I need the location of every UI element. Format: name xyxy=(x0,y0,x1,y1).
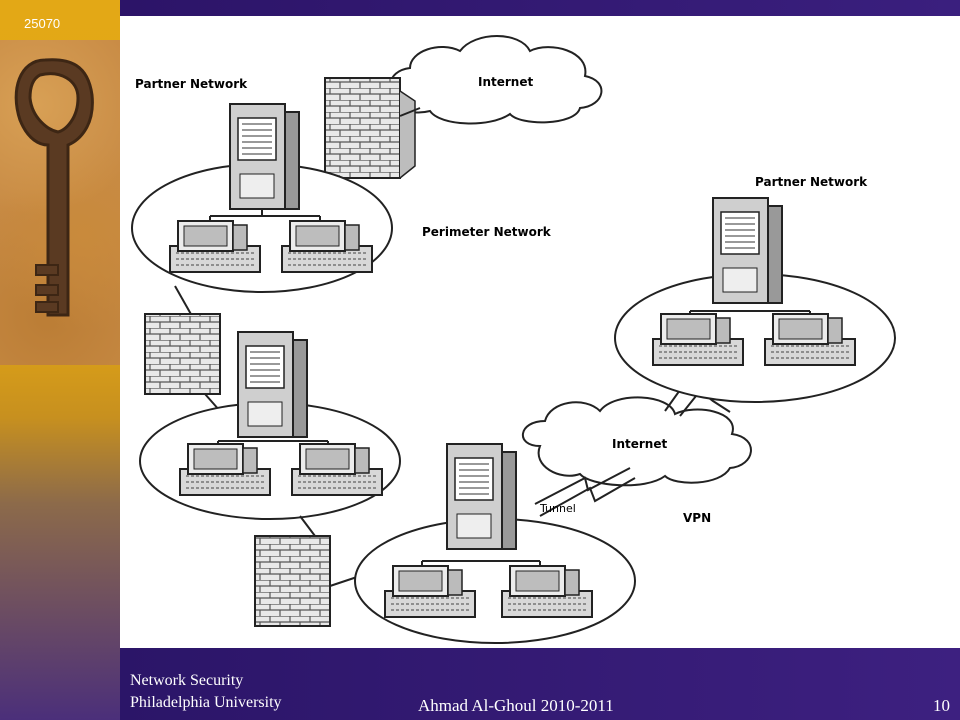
pc-partner-right-1 xyxy=(652,313,744,366)
footer-university: Philadelphia University xyxy=(130,694,282,711)
page-number: 10 xyxy=(933,696,950,715)
pc-vpn-2 xyxy=(501,565,593,618)
partner-network-label-right: Partner Network xyxy=(755,175,868,189)
footer-course: Network Security xyxy=(130,672,244,689)
firewall-middle xyxy=(144,313,221,395)
internet-cloud-top xyxy=(389,35,603,125)
internet-label-top: Internet xyxy=(478,75,533,89)
server-partner-right xyxy=(712,197,783,304)
network-diagram: Internet Partner Network Perimeter Netwo… xyxy=(131,35,896,644)
footer-author: Ahmad Al-Ghoul 2010-2011 xyxy=(418,696,614,715)
slide-id-label: 25070 xyxy=(24,16,61,31)
pc-internal-2 xyxy=(291,443,383,496)
tunnel-label: Tunnel xyxy=(539,502,576,515)
top-bar xyxy=(120,0,960,16)
server-vpn xyxy=(446,443,517,550)
perimeter-network-label: Perimeter Network xyxy=(422,225,552,239)
key-photo-image xyxy=(0,40,120,365)
pc-perimeter-1 xyxy=(169,220,261,273)
internet-cloud-bottom xyxy=(521,396,752,487)
internet-label-bottom: Internet xyxy=(612,437,667,451)
diagram-area: Internet Partner Network Perimeter Netwo… xyxy=(120,16,960,648)
key-icon xyxy=(14,58,94,317)
pc-partner-right-2 xyxy=(764,313,856,366)
server-internal xyxy=(237,331,308,438)
vpn-label: VPN xyxy=(683,511,711,525)
pc-vpn-1 xyxy=(384,565,476,618)
pc-perimeter-2 xyxy=(281,220,373,273)
firewall-top xyxy=(324,77,401,179)
firewall-bottom xyxy=(254,535,331,627)
server-perimeter xyxy=(229,103,300,210)
pc-internal-1 xyxy=(179,443,271,496)
footer-bar: Network Security Philadelphia University… xyxy=(120,648,960,720)
partner-network-label-left: Partner Network xyxy=(135,77,248,91)
